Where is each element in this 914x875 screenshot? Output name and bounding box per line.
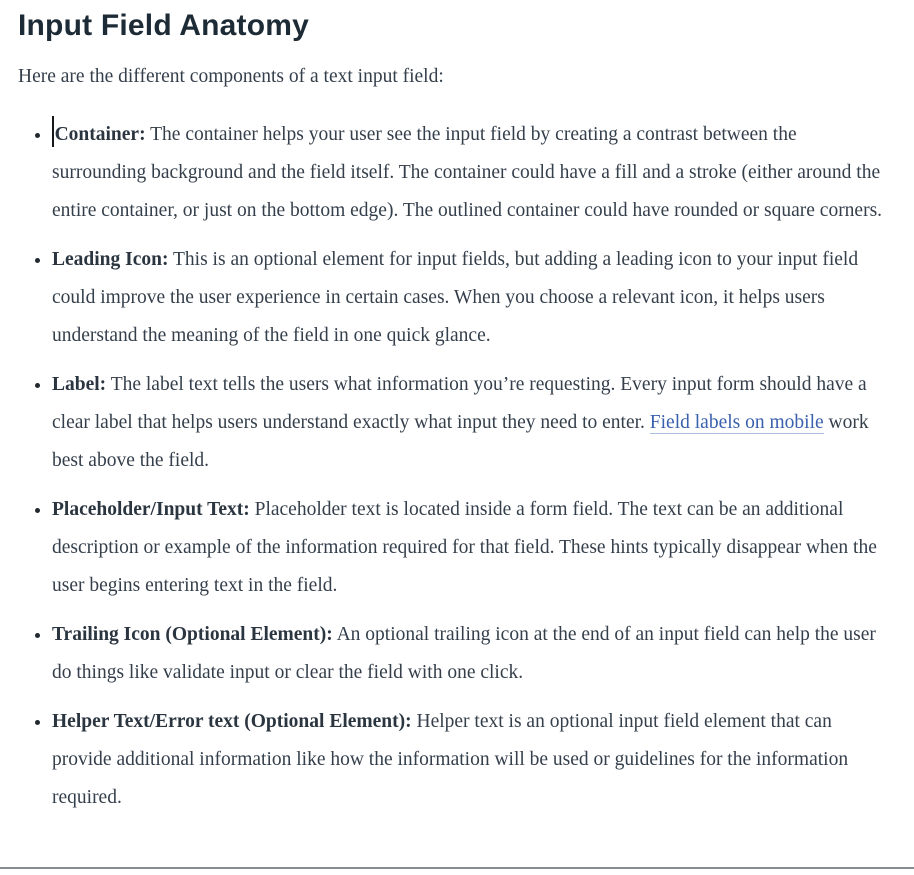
- list-item-text: This is an optional element for input fi…: [52, 249, 859, 346]
- list-item-helper-text[interactable]: Helper Text/Error text (Optional Element…: [52, 702, 884, 817]
- term-trailing-icon: Trailing Icon (Optional Element):: [52, 624, 333, 645]
- list-item-placeholder-input-text[interactable]: Placeholder/Input Text: Placeholder text…: [52, 490, 884, 605]
- term-container: Container:: [54, 124, 146, 145]
- bottom-divider: [0, 867, 914, 869]
- list-item-text-after-link: work best above the field.: [52, 412, 869, 471]
- term-placeholder-input-text: Placeholder/Input Text:: [52, 499, 250, 520]
- list-item-text: The container helps your user see the in…: [52, 124, 883, 221]
- term-label: Label:: [52, 374, 107, 395]
- intro-paragraph: Here are the different components of a t…: [18, 66, 444, 87]
- list-item-label[interactable]: Label: The label text tells the users wh…: [52, 365, 884, 480]
- list-item-text: Helper text is an optional input field e…: [52, 711, 849, 808]
- list-item-text: The label text tells the users what info…: [52, 374, 867, 433]
- term-leading-icon: Leading Icon:: [52, 249, 169, 270]
- list-item-trailing-icon[interactable]: Trailing Icon (Optional Element): An opt…: [52, 615, 884, 692]
- list-item-container[interactable]: Container: The container helps your user…: [52, 115, 884, 230]
- field-labels-on-mobile-link[interactable]: Field labels on mobile: [649, 412, 824, 434]
- list-item-leading-icon[interactable]: Leading Icon: This is an optional elemen…: [52, 240, 884, 355]
- list-item-text: Placeholder text is located inside a for…: [52, 499, 877, 596]
- list-item-text: An optional trailing icon at the end of …: [52, 624, 876, 683]
- components-list: Container: The container helps your user…: [18, 115, 884, 817]
- text-cursor-caret: [52, 116, 54, 147]
- term-helper-text: Helper Text/Error text (Optional Element…: [52, 711, 412, 732]
- page-title: Input Field Anatomy: [18, 9, 310, 42]
